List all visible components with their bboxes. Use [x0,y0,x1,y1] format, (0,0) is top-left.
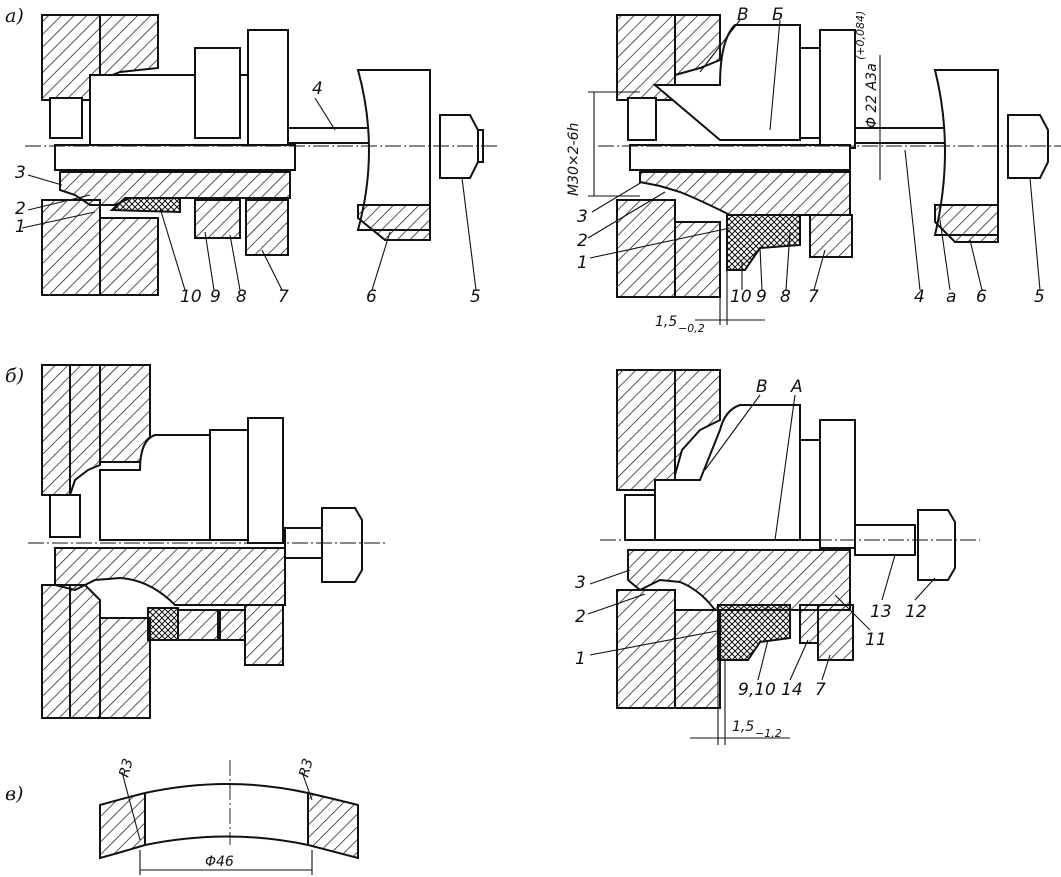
diameter-46: Φ46 [205,854,234,870]
label-7: 7 [808,287,819,307]
view-v [99,760,359,875]
letter-B: Б [772,5,784,25]
label-6: 6 [976,287,987,307]
label-3: 3 [575,573,586,593]
label-1: 1 [577,253,588,273]
label-6: 6 [366,287,377,307]
letter-V: В [756,377,768,397]
label-4: 4 [312,79,323,99]
label-2: 2 [577,231,588,251]
letter-a: а [946,287,956,307]
gap-tolerance: −1,2 [755,727,782,740]
section-label-b: б) [5,365,24,387]
view-a-left-labels: 1 2 3 4 5 6 7 8 9 10 [15,79,481,307]
gap-tolerance: −0,2 [678,322,705,335]
label-13: 13 [870,602,892,622]
view-b-right-labels: В А 3 2 1 9,10 14 7 11 13 12 1,5 −1,2 [575,377,927,740]
view-a-right-labels: В Б а M30×2-6h Φ 22 A3a (+0,084) 1,5 −0,… [566,5,1045,335]
label-3: 3 [577,207,588,227]
label-1: 1 [15,217,26,237]
gap-dimension: 1,5 [732,719,754,735]
label-10: 10 [730,287,752,307]
label-5: 5 [1034,287,1045,307]
view-b-left [28,364,385,719]
view-a-left [25,14,500,296]
view-a-right [588,14,1061,325]
label-1: 1 [575,649,586,669]
label-9-10: 9,10 [738,680,776,700]
label-7: 7 [278,287,289,307]
view-b-right [600,369,980,745]
radius-right: R3 [296,757,316,779]
label-9: 9 [210,287,221,307]
label-8: 8 [780,287,791,307]
thread-dimension: M30×2-6h [566,123,582,196]
letter-A: А [790,377,803,397]
section-label-a: а) [5,5,24,27]
gap-dimension: 1,5 [655,314,677,330]
label-14: 14 [781,680,803,700]
label-7: 7 [815,680,826,700]
label-5: 5 [470,287,481,307]
label-10: 10 [180,287,202,307]
view-a-right-leaders [587,19,1041,291]
label-9: 9 [756,287,767,307]
label-3: 3 [15,163,26,183]
label-4: 4 [914,287,925,307]
view-b-right-leaders [587,394,936,681]
letter-V: В [737,5,749,25]
shaft-tolerance: (+0,084) [854,11,867,60]
view-a-left-leaders [21,97,477,291]
radius-left: R3 [116,757,136,779]
label-2: 2 [15,199,26,219]
shaft-diameter: Φ 22 A3a [864,63,880,128]
label-12: 12 [905,602,927,622]
label-8: 8 [236,287,247,307]
view-v-labels: R3 R3 Φ46 [116,757,316,870]
section-label-v: в) [5,783,23,805]
label-11: 11 [865,630,887,650]
label-2: 2 [575,607,586,627]
